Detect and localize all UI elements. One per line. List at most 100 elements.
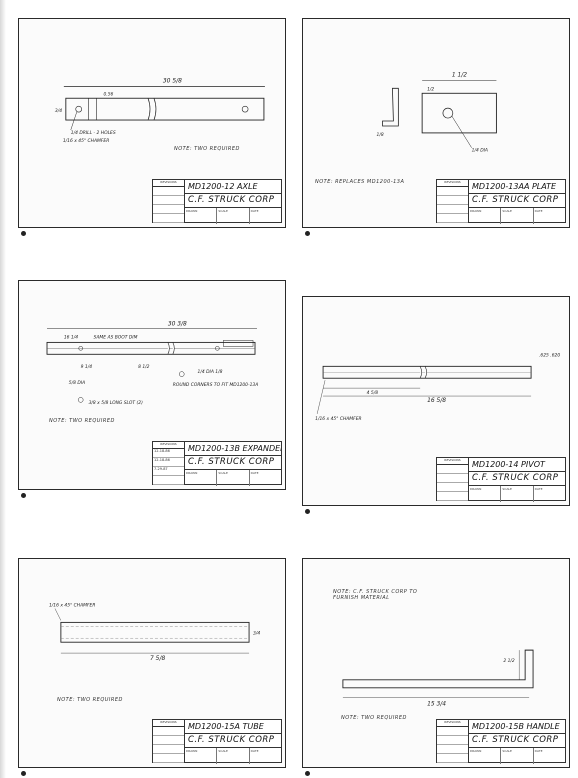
tube-drawing: 1/16 x 45° CHAMFER 3/4 7 5/8 xyxy=(49,603,260,662)
field-date: DATE xyxy=(250,749,259,753)
revision-row xyxy=(437,492,468,501)
revision-header: REVISIONS xyxy=(153,442,184,449)
printer-mark-icon xyxy=(305,509,312,514)
axle-note: NOTE: TWO REQUIRED xyxy=(174,146,240,152)
company-name: C.F. STRUCK CORP xyxy=(469,734,565,748)
revision-row: 7-29-87 xyxy=(153,467,184,476)
drawing-sheet-handle: 15 3/4 2 1/2 NOTE: C.F. STRUCK CORP TO F… xyxy=(302,558,570,768)
field-drawn: DRAWN xyxy=(185,470,218,486)
field-date: DATE xyxy=(534,209,543,213)
drawing-title: MD1200-15A TUBE xyxy=(185,720,281,734)
revision-column: REVISIONS xyxy=(437,180,469,223)
title-block-fields: DRAWN SCALE DATE xyxy=(185,748,281,764)
revision-row xyxy=(437,474,468,483)
drawing-title: MD1200-14 PIVOT xyxy=(469,458,565,472)
company-name: C.F. STRUCK CORP xyxy=(185,456,281,470)
company-name: C.F. STRUCK CORP xyxy=(185,194,281,208)
title-block: REVISIONS MD1200-12 AXLE C.F. STRUCK COR… xyxy=(152,179,282,224)
revision-row xyxy=(153,205,184,214)
axle-dim-offset: 0.56 xyxy=(103,91,113,97)
plate-note: NOTE: REPLACES MD1200-13A xyxy=(315,179,405,185)
revision-header: REVISIONS xyxy=(437,180,468,187)
revision-header: REVISIONS xyxy=(437,720,468,727)
scan-edge-shadow xyxy=(0,0,6,778)
title-block-fields: DRAWN SCALE DATE xyxy=(469,208,565,224)
revision-row xyxy=(153,187,184,196)
expander-dim-a: 9 1/4 xyxy=(81,364,93,370)
pivot-dim-length: 16 5/8 xyxy=(427,397,446,404)
revision-row xyxy=(437,205,468,214)
company-name: C.F. STRUCK CORP xyxy=(185,734,281,748)
revision-row xyxy=(437,187,468,196)
company-name: C.F. STRUCK CORP xyxy=(469,472,565,486)
pivot-dim-short: 4 5/8 xyxy=(367,390,379,396)
revision-column: REVISIONS 12-18-86 12-18-86 7-29-87 xyxy=(153,442,185,485)
field-date: DATE xyxy=(534,487,543,491)
expander-dim-half: 16 1/4 xyxy=(64,334,78,340)
expander-callout-boot: SAME AS BOOT DIM xyxy=(94,334,138,340)
revision-row xyxy=(437,745,468,754)
field-drawn: DRAWN xyxy=(469,748,502,764)
printer-mark-icon xyxy=(21,231,28,236)
title-block-main: MD1200-13AA PLATE C.F. STRUCK CORP DRAWN… xyxy=(469,180,565,224)
field-scale: SCALE xyxy=(217,470,250,486)
expander-callout-dia: 5/8 DIA xyxy=(69,380,85,386)
title-block-fields: DRAWN SCALE DATE xyxy=(185,470,281,486)
title-block-main: MD1200-12 AXLE C.F. STRUCK CORP DRAWN SC… xyxy=(185,180,281,224)
field-date: DATE xyxy=(250,209,259,213)
revision-header: REVISIONS xyxy=(153,720,184,727)
revision-row xyxy=(153,736,184,745)
field-scale: SCALE xyxy=(501,486,534,502)
revision-column: REVISIONS xyxy=(153,720,185,763)
revision-row xyxy=(437,214,468,223)
drawing-sheet-plate: 1/8 1 1/2 1/2 1/4 DIA NOTE: REPLACES MD1… xyxy=(302,18,570,228)
tube-note: NOTE: TWO REQUIRED xyxy=(57,697,123,703)
title-block-main: MD1200-13B EXPANDER C.F. STRUCK CORP DRA… xyxy=(185,442,281,486)
title-block-fields: DRAWN SCALE DATE xyxy=(185,208,281,224)
revision-row xyxy=(437,754,468,763)
revision-header: REVISIONS xyxy=(153,180,184,187)
field-drawn: DRAWN xyxy=(185,208,218,224)
expander-dim-b: 8 1/2 xyxy=(138,364,150,370)
axle-dim-dia: 3/4 xyxy=(55,108,62,114)
plate-dim-thickness: 1/8 xyxy=(377,132,384,138)
title-block-main: MD1200-15A TUBE C.F. STRUCK CORP DRAWN S… xyxy=(185,720,281,764)
handle-dim-height: 2 1/2 xyxy=(503,658,515,664)
revision-row xyxy=(437,736,468,745)
revision-header: REVISIONS xyxy=(437,458,468,465)
printer-mark-icon xyxy=(305,231,312,236)
expander-drawing: 30 3/8 SAME AS BOOT DIM 16 1/4 9 1/4 8 1… xyxy=(46,321,258,406)
revision-row xyxy=(153,476,184,485)
field-drawn: DRAWN xyxy=(469,486,502,502)
title-block-fields: DRAWN SCALE DATE xyxy=(469,748,565,764)
tube-dim-dia: 3/4 xyxy=(253,630,260,636)
title-block: REVISIONS MD1200-15B HANDLE C.F. STRUCK … xyxy=(436,719,566,764)
plate-drawing: 1/8 1 1/2 1/2 1/4 DIA xyxy=(377,71,497,154)
revision-row xyxy=(153,754,184,763)
handle-material-note: NOTE: C.F. STRUCK CORP TO FURNISH MATERI… xyxy=(333,589,418,601)
handle-dim-length: 15 3/4 xyxy=(427,701,446,708)
axle-callout-chamfer: 1/16 x 45° CHAMFER xyxy=(63,138,109,144)
field-scale: SCALE xyxy=(501,208,534,224)
drawing-sheet-axle: 30 5/8 0.56 3/4 1/4 DRILL - 2 HOLES 1/16… xyxy=(18,18,286,228)
tube-dim-length: 7 5/8 xyxy=(150,655,165,662)
drawing-sheet-pivot: .625 .620 4 5/8 16 5/8 1/16 x 45° CHAMFE… xyxy=(302,296,570,506)
field-scale: SCALE xyxy=(501,748,534,764)
field-scale: SCALE xyxy=(217,208,250,224)
company-name: C.F. STRUCK CORP xyxy=(469,194,565,208)
title-block: REVISIONS MD1200-15A TUBE C.F. STRUCK CO… xyxy=(152,719,282,764)
revision-column: REVISIONS xyxy=(437,720,469,763)
title-block: REVISIONS 12-18-86 12-18-86 7-29-87 MD12… xyxy=(152,441,282,486)
axle-callout-drill: 1/4 DRILL - 2 HOLES xyxy=(71,130,116,136)
revision-row xyxy=(153,727,184,736)
drawing-title: MD1200-12 AXLE xyxy=(185,180,281,194)
pivot-drawing: .625 .620 4 5/8 16 5/8 1/16 x 45° CHAMFE… xyxy=(315,352,560,421)
drawing-sheet-tube: 1/16 x 45° CHAMFER 3/4 7 5/8 NOTE: TWO R… xyxy=(18,558,286,768)
revision-row xyxy=(153,745,184,754)
expander-note: NOTE: TWO REQUIRED xyxy=(49,418,115,424)
tube-callout-chamfer: 1/16 x 45° CHAMFER xyxy=(49,603,95,609)
title-block-fields: DRAWN SCALE DATE xyxy=(469,486,565,502)
revision-row xyxy=(153,214,184,223)
field-date: DATE xyxy=(250,471,259,475)
title-block-main: MD1200-15B HANDLE C.F. STRUCK CORP DRAWN… xyxy=(469,720,565,764)
